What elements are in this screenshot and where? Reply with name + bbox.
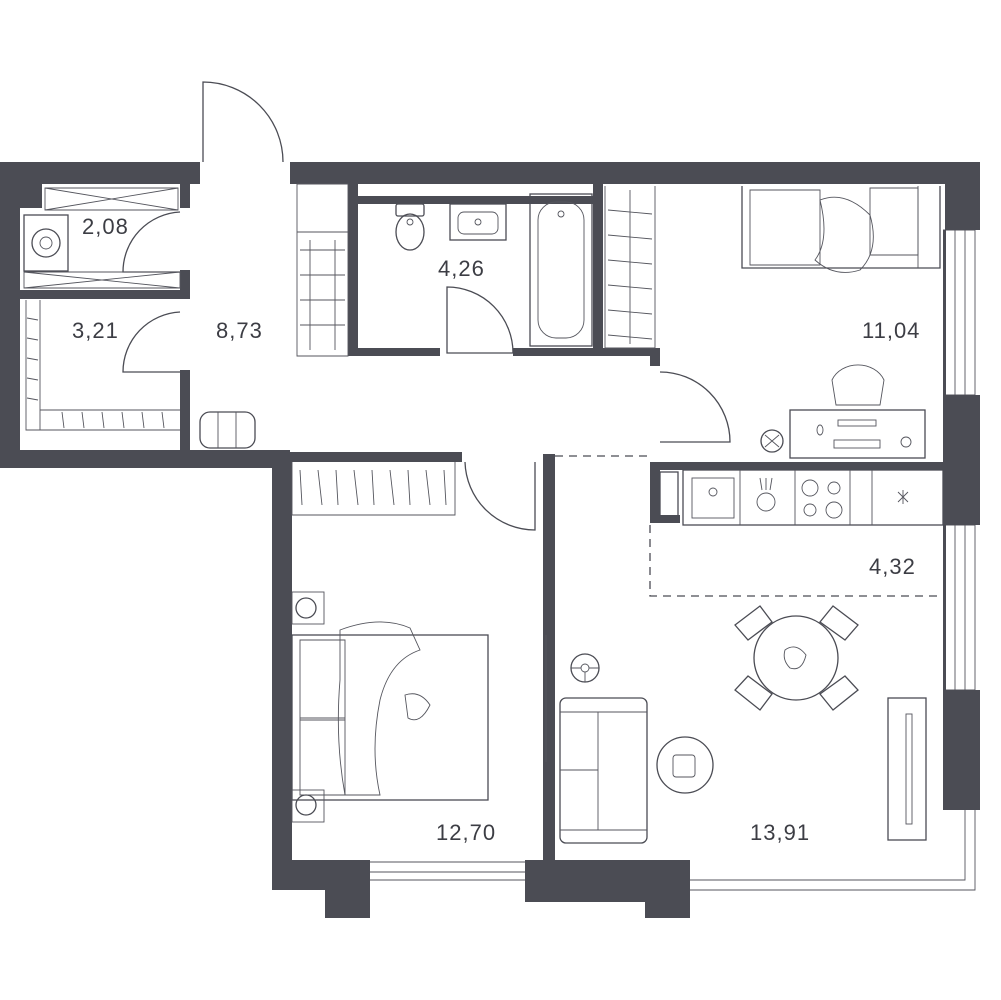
bathtub-icon: [529, 193, 593, 347]
sofa-icon: [559, 697, 648, 844]
windows: [370, 229, 976, 891]
kitchen-counter-icon: [682, 469, 944, 526]
area-label-living-room: 13,91: [750, 820, 810, 845]
area-label-kitchen: 4,32: [869, 554, 916, 579]
doors: [122, 81, 943, 597]
rug-icon: [656, 736, 714, 794]
sink-icon: [449, 203, 507, 241]
area-label-laundry: 2,08: [82, 214, 129, 239]
bed-icon-2: [291, 591, 489, 823]
desk-icon: [789, 364, 926, 459]
steering-wheel-icon: [570, 653, 600, 683]
area-label-bedroom-2: 12,70: [436, 820, 496, 845]
area-labels: 2,08 3,21 8,73 4,26 11,04 4,32 12,70 13,…: [72, 214, 920, 845]
furniture: [23, 183, 944, 844]
bed-icon: [741, 186, 941, 273]
ball-icon: [760, 429, 784, 453]
area-label-hallway: 8,73: [216, 318, 263, 343]
area-label-wardrobe: 3,21: [72, 318, 119, 343]
dining-table-icon: [734, 605, 859, 711]
washing-machine-icon: [23, 214, 69, 272]
tv-icon: [887, 697, 927, 841]
area-label-bedroom-1: 11,04: [862, 318, 920, 343]
area-label-bathroom: 4,26: [438, 256, 485, 281]
toilet-icon: [395, 203, 425, 251]
